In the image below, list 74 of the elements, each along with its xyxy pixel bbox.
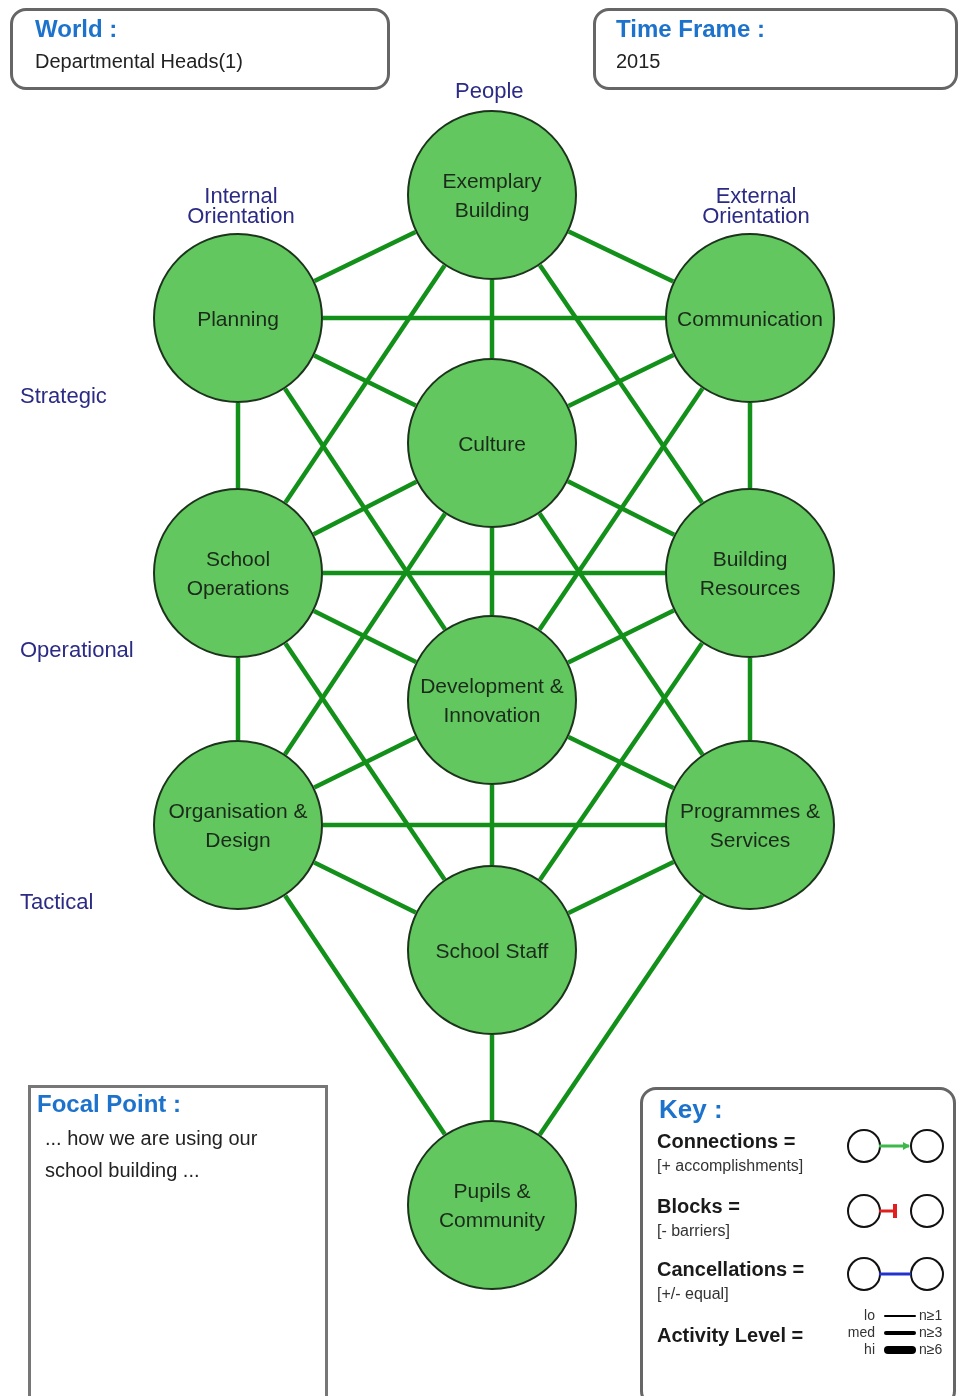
threshold-label: n≥6	[919, 1341, 943, 1357]
connector-line	[567, 860, 675, 915]
panel-heading: Time Frame :	[616, 15, 765, 43]
connector-line	[538, 641, 704, 882]
panel-heading: Key :	[659, 1094, 723, 1125]
connector-line	[537, 387, 705, 631]
node-label: Pupils & Community	[437, 1178, 547, 1233]
legend-label: Connections =	[657, 1130, 796, 1153]
connector-line	[489, 528, 495, 615]
axis-label: Internal Orientation	[186, 186, 296, 226]
connector-line	[283, 512, 447, 756]
node-label: School Staff	[435, 937, 549, 964]
connector-line	[235, 403, 241, 488]
connector-line	[537, 894, 705, 1136]
connector-line	[283, 387, 447, 631]
connector-line	[283, 894, 447, 1136]
connector-line	[567, 353, 675, 408]
connector-line	[567, 229, 675, 284]
node-label: Planning	[197, 305, 279, 332]
connector-line	[489, 280, 495, 358]
connector-line	[313, 735, 417, 790]
node-label: Organisation & Design	[167, 798, 309, 853]
node-label: School Operations	[185, 546, 291, 601]
legend-label: Activity Level =	[657, 1324, 804, 1347]
connector-line	[283, 264, 447, 504]
key-card	[640, 1087, 956, 1396]
node-label: Programmes & Services	[678, 798, 821, 853]
connector-line	[323, 822, 665, 828]
connector-line	[235, 658, 241, 740]
connector-line	[313, 353, 417, 408]
node-label: Building Resources	[698, 546, 802, 601]
header-card	[593, 8, 958, 90]
legend-note: [+ accomplishments]	[657, 1157, 804, 1175]
axis-label: Strategic	[20, 386, 107, 406]
level-label: lo	[863, 1307, 875, 1323]
node-label: Development & Innovation	[419, 673, 565, 728]
panel-text: Departmental Heads(1)	[35, 49, 244, 73]
connector-line	[489, 785, 495, 865]
axis-label: External Orientation	[701, 186, 811, 226]
panel-text: 2015	[616, 49, 662, 73]
panel-heading: World :	[35, 15, 118, 43]
level-label: hi	[863, 1341, 875, 1357]
legend-label: Blocks =	[657, 1195, 740, 1218]
connector-line	[747, 658, 753, 740]
node-label: Culture	[458, 430, 526, 457]
connector-line	[747, 403, 753, 488]
axis-label: People	[455, 81, 524, 101]
threshold-label: n≥3	[919, 1324, 943, 1340]
connector-line	[313, 860, 417, 915]
connector-line	[567, 735, 675, 790]
connector-line	[566, 479, 676, 537]
connector-line	[313, 609, 417, 664]
node-label: Communication	[677, 305, 823, 332]
connector-line	[537, 512, 705, 756]
header-card	[10, 8, 390, 90]
connector-line	[313, 230, 417, 283]
connector-line	[538, 263, 704, 505]
legend-note: [+/- equal]	[657, 1285, 729, 1303]
connector-line	[489, 1035, 495, 1120]
connector-line	[312, 479, 418, 537]
panel-text: ... how we are using our school building ...	[45, 1126, 259, 1183]
level-label: med	[846, 1324, 875, 1340]
axis-label: Operational	[20, 640, 134, 660]
connector-line	[283, 642, 447, 881]
connector-line	[323, 570, 665, 576]
connector-line	[323, 315, 665, 321]
note-card	[28, 1085, 328, 1396]
threshold-label: n≥1	[919, 1307, 943, 1323]
node-label: Exemplary Building	[441, 168, 543, 223]
axis-label: Tactical	[20, 892, 94, 912]
legend-note: [- barriers]	[657, 1222, 730, 1240]
connector-line	[567, 608, 675, 665]
panel-heading: Focal Point :	[37, 1090, 181, 1118]
legend-label: Cancellations =	[657, 1258, 805, 1281]
